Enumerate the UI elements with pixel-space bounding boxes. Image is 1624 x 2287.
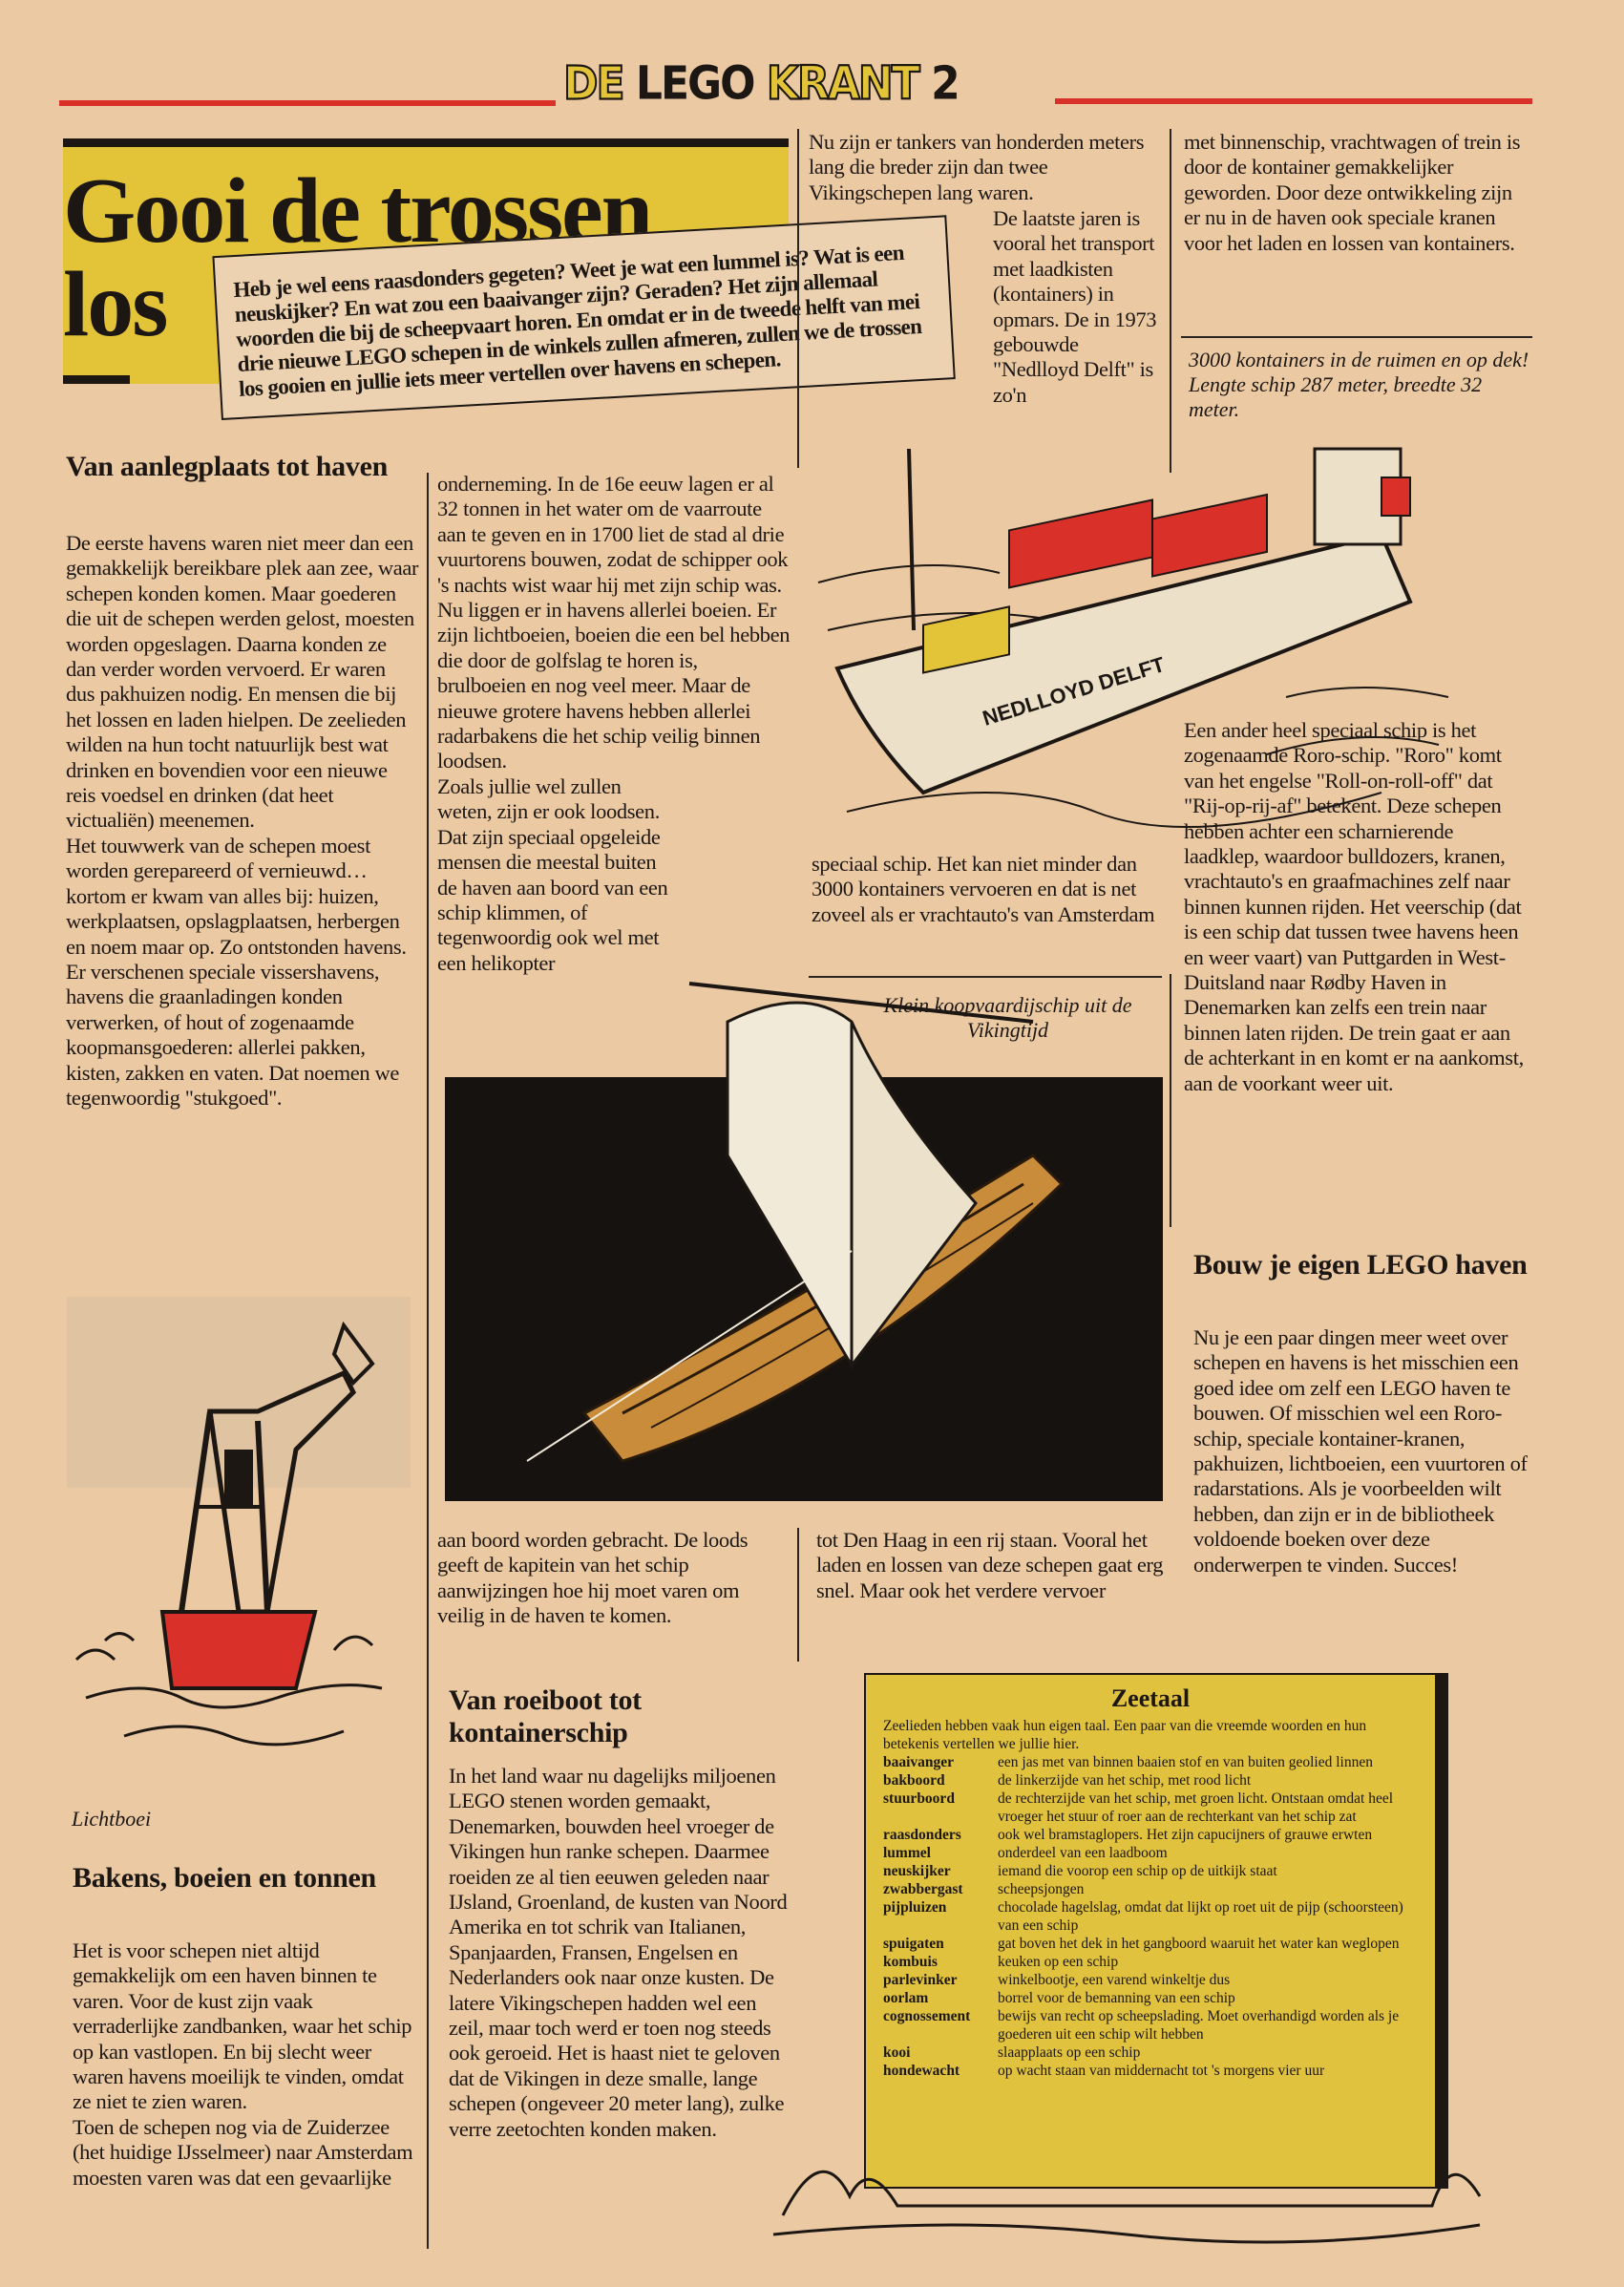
container-ship-caption: 3000 kontainers in de ruimen en op dek! … bbox=[1189, 348, 1529, 421]
glossary-definition: borrel voor de bemanning van een schip bbox=[998, 1990, 1235, 2006]
glossary-entry: spuigaten gat boven het dek in het gangbo… bbox=[883, 1935, 1418, 1953]
glossary-term: kombuis bbox=[883, 1954, 938, 1970]
article-col3-narrow: De laatste jaren is vooral het transport… bbox=[993, 206, 1157, 407]
section-heading-roeiboot: Van roeiboot tot kontainerschip bbox=[449, 1684, 642, 1748]
article-roeiboot: In het land waar nu dagelijks miljoenen … bbox=[449, 1764, 792, 2142]
glossary-entry: zwabbergast scheepsjongen bbox=[883, 1880, 1418, 1898]
glossary-entry: raasdonders ook wel bramstaglopers. Het z… bbox=[883, 1826, 1418, 1844]
glossary-definition: de rechterzijde van het schip, met groen… bbox=[998, 1790, 1394, 1825]
article-bakens: Het is voor schepen niet altijd gemakkel… bbox=[73, 1938, 416, 2191]
paragraph: Er verschenen speciale vissershavens, ha… bbox=[66, 959, 400, 1110]
paragraph: In het land waar nu dagelijks miljoenen … bbox=[449, 1764, 788, 2141]
glossary-term: spuigaten bbox=[883, 1936, 944, 1952]
glossary-term: baaivanger bbox=[883, 1754, 955, 1770]
paragraph: Toen de schepen nog via de Zuiderzee (he… bbox=[73, 2114, 413, 2190]
divider bbox=[809, 976, 1162, 978]
article-col3-top: Nu zijn er tankers van honderden meters … bbox=[809, 130, 1145, 204]
column-rule bbox=[797, 1528, 799, 1662]
glossary-term: zwabbergast bbox=[883, 1881, 963, 1897]
buoy-caption: Lichtboei bbox=[72, 1807, 152, 1831]
article-col2-continued: aan boord worden gebracht. De loods geef… bbox=[437, 1528, 749, 1628]
lighthouse-buoy-illustration bbox=[67, 1297, 411, 1747]
article-col3-middle: speciaal schip. Het kan niet minder dan … bbox=[812, 852, 1155, 926]
viking-ship-illustration bbox=[445, 982, 1163, 1501]
glossary-definition: chocolade hagelslag, omdat dat lijkt op … bbox=[998, 1899, 1403, 1934]
glossary-definition: winkelbootje, een varend winkeltje dus bbox=[998, 1972, 1231, 1988]
glossary-definition: gat boven het dek in het gangboord waaru… bbox=[998, 1936, 1400, 1952]
paragraph: onderneming. In de 16e eeuw lagen er al … bbox=[437, 472, 791, 773]
glossary-term: neuskijker bbox=[883, 1863, 951, 1879]
glossary-entry: baaivanger een jas met van binnen baaien … bbox=[883, 1753, 1418, 1771]
article-col2: onderneming. In de 16e eeuw lagen er al … bbox=[437, 472, 791, 976]
column-rule bbox=[797, 129, 799, 468]
glossary-entry: parlevinker winkelbootje, een varend wink… bbox=[883, 1971, 1418, 1989]
glossary-term: bakboord bbox=[883, 1772, 945, 1789]
zeetaal-box: Zeetaal Zeelieden hebben vaak hun eigen … bbox=[864, 1673, 1448, 2189]
section-heading-bouw: Bouw je eigen LEGO haven bbox=[1193, 1249, 1528, 1281]
glossary-definition: de linkerzijde van het schip, met rood l… bbox=[998, 1772, 1252, 1789]
glossary-definition: keuken op een schip bbox=[998, 1954, 1119, 1970]
article-aanlegplaats: De eerste havens waren niet meer dan een… bbox=[66, 531, 419, 1111]
masthead: DE LEGO KRANT 2 bbox=[562, 55, 960, 111]
column-rule bbox=[427, 473, 429, 2249]
article-bouw: Nu je een paar dingen meer weet over sch… bbox=[1193, 1325, 1532, 1578]
glossary-definition: ook wel bramstaglopers. Het zijn capucij… bbox=[998, 1827, 1373, 1843]
masthead-de: DE bbox=[562, 55, 626, 111]
glossary-term: cognossement bbox=[883, 2008, 971, 2024]
waves-illustration bbox=[772, 2170, 1482, 2244]
glossary-definition: scheepsjongen bbox=[998, 1881, 1085, 1897]
glossary-definition: onderdeel van een laadboom bbox=[998, 1845, 1168, 1861]
glossary-entry: stuurboord de rechterzijde van het schip,… bbox=[883, 1789, 1418, 1826]
article-roro: Een ander heel speciaal schip is het zog… bbox=[1184, 718, 1524, 1095]
paragraph: De eerste havens waren niet meer dan een… bbox=[66, 531, 419, 833]
masthead-krant: KRANT bbox=[766, 55, 921, 111]
glossary-definition: iemand die voorop een schip op de uitkij… bbox=[998, 1863, 1277, 1879]
article-col3-bottom: tot Den Haag in een rij staan. Vooral he… bbox=[816, 1528, 1164, 1602]
paragraph: Nu je een paar dingen meer weet over sch… bbox=[1193, 1325, 1528, 1577]
glossary-entry: oorlam borrel voor de bemanning van een s… bbox=[883, 1989, 1418, 2007]
zeetaal-title: Zeetaal bbox=[1110, 1684, 1191, 1712]
zeetaal-glossary: baaivanger een jas met van binnen baaien … bbox=[883, 1753, 1418, 2080]
glossary-entry: kombuis keuken op een schip bbox=[883, 1953, 1418, 1971]
glossary-term: lummel bbox=[883, 1845, 931, 1861]
glossary-term: stuurboord bbox=[883, 1790, 955, 1807]
glossary-definition: slaapplaats op een schip bbox=[998, 2044, 1141, 2061]
zeetaal-intro: Zeelieden hebben vaak hun eigen taal. Ee… bbox=[883, 1718, 1367, 1752]
glossary-term: pijpluizen bbox=[883, 1899, 947, 1916]
column-rule bbox=[1170, 974, 1171, 1227]
glossary-definition: bewijs van recht op scheepslading. Moet … bbox=[998, 2008, 1400, 2043]
page-number: 2 bbox=[931, 56, 960, 111]
paragraph: Zoals jullie wel zullen weten, zijn er o… bbox=[437, 773, 668, 975]
glossary-entry: lummel onderdeel van een laadboom bbox=[883, 1844, 1418, 1862]
glossary-term: kooi bbox=[883, 2044, 911, 2061]
glossary-definition: op wacht staan van middernacht tot 's mo… bbox=[998, 2063, 1325, 2079]
paragraph: Het is voor schepen niet altijd gemakkel… bbox=[73, 1938, 412, 2114]
glossary-entry: cognossement bewijs van recht op scheepsl… bbox=[883, 2007, 1418, 2043]
article-col4-top: met binnenschip, vrachtwagen of trein is… bbox=[1184, 130, 1521, 255]
section-heading-aanlegplaats: Van aanlegplaats tot haven bbox=[66, 451, 388, 482]
glossary-entry: bakboord de linkerzijde van het schip, me… bbox=[883, 1771, 1418, 1789]
masthead-rule-right bbox=[1055, 98, 1532, 104]
viking-caption: Klein koopvaardijschip uit de Vikingtijd bbox=[883, 993, 1132, 1042]
glossary-definition: een jas met van binnen baaien stof en va… bbox=[998, 1754, 1373, 1770]
paragraph: Het touwwerk van de schepen moest worden… bbox=[66, 833, 407, 959]
glossary-term: oorlam bbox=[883, 1990, 929, 2006]
column-rule bbox=[1170, 129, 1171, 473]
masthead-rule-left bbox=[59, 100, 556, 106]
glossary-term: parlevinker bbox=[883, 1972, 958, 1988]
headline-line-2: los bbox=[63, 253, 168, 356]
glossary-entry: kooi slaapplaats op een schip bbox=[883, 2043, 1418, 2062]
glossary-entry: neuskijker iemand die voorop een schip op… bbox=[883, 1862, 1418, 1880]
divider bbox=[1181, 336, 1532, 338]
glossary-entry: pijpluizen chocolade hagelslag, omdat dat… bbox=[883, 1898, 1418, 1935]
glossary-entry: hondewacht op wacht staan van middernacht… bbox=[883, 2062, 1418, 2080]
container-ship-illustration: NEDLLOYD DELFT bbox=[817, 447, 1449, 828]
glossary-term: hondewacht bbox=[883, 2063, 960, 2079]
glossary-term: raasdonders bbox=[883, 1827, 961, 1843]
section-heading-bakens: Bakens, boeien en tonnen bbox=[73, 1862, 376, 1894]
masthead-lego: LEGO bbox=[635, 56, 756, 111]
